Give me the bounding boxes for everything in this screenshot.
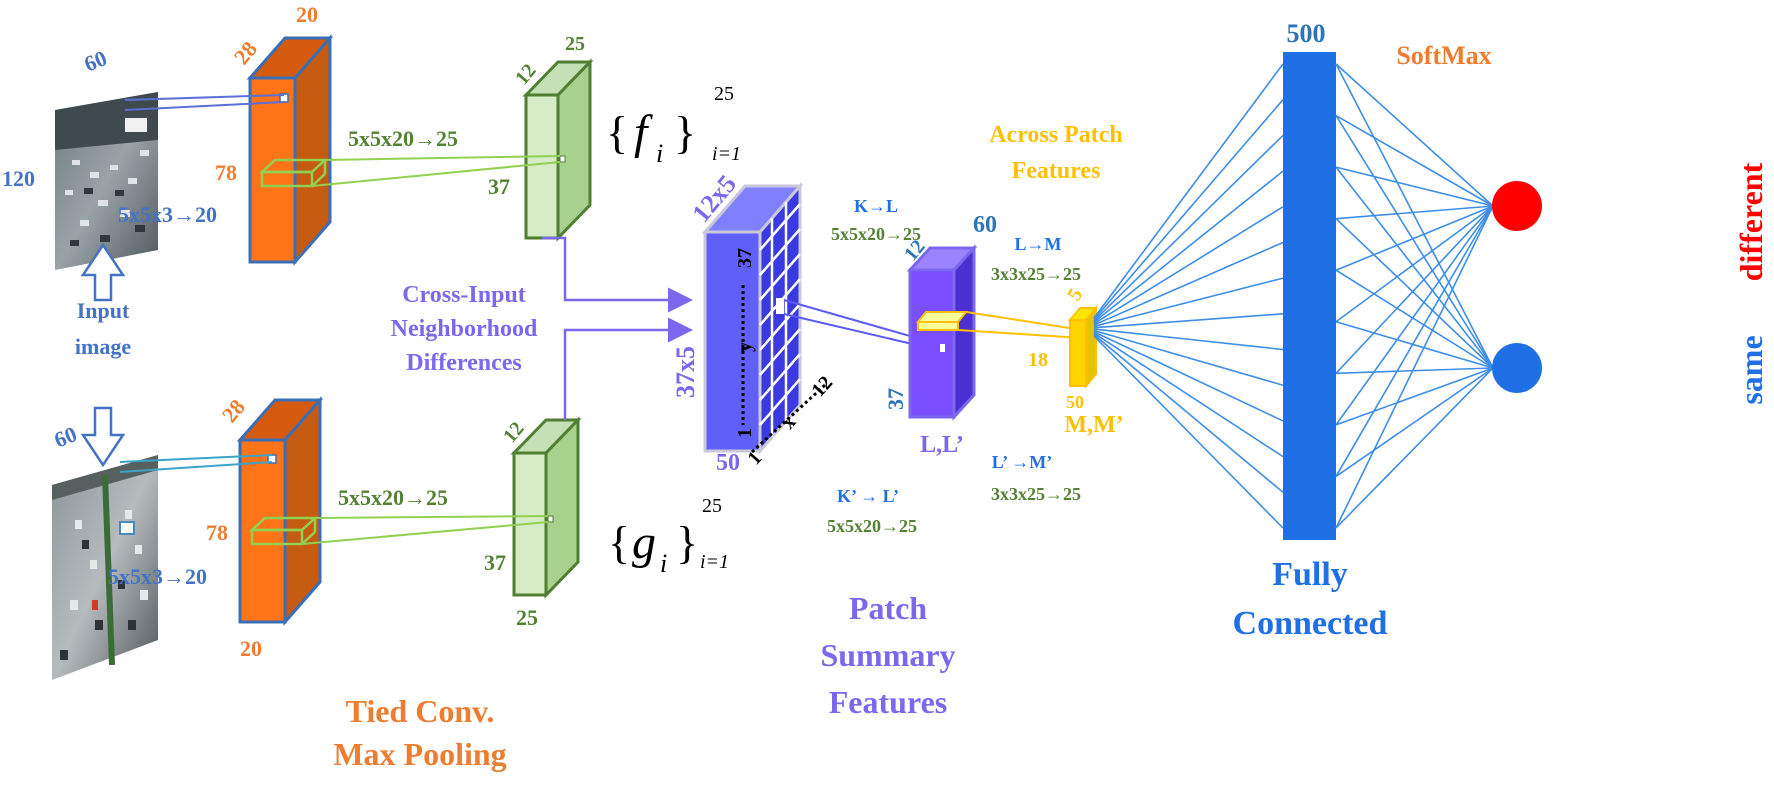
patch-title-line2: Summary: [820, 637, 955, 673]
pool-bottom-dim-25: 25: [516, 605, 538, 630]
across-dim-50: 50: [1066, 392, 1084, 412]
feature-set-f: { f i } 25 i=1: [606, 83, 741, 168]
across-lm-line1: L→M: [1015, 234, 1062, 254]
cross-axis-1a: 1: [734, 428, 756, 438]
feature-set-g: { g i } 25 i=1: [608, 495, 729, 578]
conv-bottom-dim-78: 78: [206, 520, 228, 545]
set-g-letter: g: [632, 516, 656, 569]
cross-axis-37: 37: [734, 248, 756, 268]
conv-bottom-dim-28: 28: [217, 394, 250, 427]
conv-bottom-kernel: 5x5x3→20: [108, 564, 207, 589]
cross-dim-37x5: 37x5: [671, 346, 700, 398]
cross-axis-y: y: [734, 342, 756, 352]
cross-input-box: [701, 181, 804, 456]
pool-box-bottom: [510, 416, 582, 599]
softmax-node-same: [1492, 343, 1542, 393]
svg-text:}: }: [674, 107, 696, 158]
patch-label: L,L’: [920, 432, 964, 458]
set-g-upper: 25: [702, 495, 722, 517]
patch-title-line1: Patch: [849, 590, 927, 626]
input-image-top: [55, 92, 158, 270]
across-title-line1: Across Patch: [989, 122, 1123, 148]
softmax-node-different: [1492, 181, 1542, 231]
input-to-conv-lines-bottom: [119, 454, 273, 473]
set-f-upper: 25: [714, 83, 734, 105]
set-f-lower: i=1: [712, 143, 741, 165]
softmax-title: SoftMax: [1396, 41, 1491, 70]
set-g-sub: i: [660, 549, 667, 578]
conv-top-kernel: 5x5x3→20: [118, 202, 217, 227]
patch-to-across-lines: [957, 311, 1083, 339]
input-dim-60-bottom: 60: [51, 421, 81, 452]
cross-axis-12: 12: [807, 372, 837, 402]
cross-dim-50: 50: [716, 450, 740, 476]
patch-kl-line1: K→L: [854, 196, 898, 216]
across-to-fc-lines: [1093, 63, 1284, 529]
across-title-line2: Features: [1012, 158, 1101, 184]
conv-bottom-dim-20: 20: [240, 636, 262, 661]
pool-to-cross-arrows: [542, 236, 693, 420]
conv-title-line1: Tied Conv.: [346, 693, 495, 729]
svg-text:}: }: [676, 517, 698, 568]
pool-top-dim-37: 37: [488, 174, 510, 199]
across-dim-5: 5: [1063, 285, 1087, 305]
across-lm2-line2: 3x3x25→25: [991, 484, 1081, 504]
input-dim-120: 120: [2, 166, 35, 191]
set-g-lower: i=1: [700, 551, 729, 573]
across-lm2-line1: L’ →M’: [992, 452, 1053, 472]
set-f-letter: f: [634, 106, 653, 159]
conv-to-pool-lines: [301, 155, 561, 545]
cross-axes: [741, 285, 827, 454]
pool-bottom-kernel: 5x5x20→25: [338, 485, 448, 510]
input-to-conv-lines: [124, 94, 285, 111]
input-down-arrow: [80, 406, 126, 468]
patch-kl-line2: 5x5x20→25: [831, 224, 921, 244]
fc-dim-500: 500: [1287, 19, 1326, 48]
pool-top-dim-25: 25: [565, 33, 585, 55]
patch-dim-60: 60: [973, 212, 997, 238]
across-dim-18: 18: [1028, 349, 1048, 371]
across-lm-line2: 3x3x25→25: [991, 264, 1081, 284]
softmax-label-different: different: [1733, 162, 1769, 281]
patch-dim-37: 37: [883, 388, 908, 410]
conv-top-dim-78: 78: [215, 160, 237, 185]
input-image-bottom: [52, 455, 158, 680]
conv-title-line2: Max Pooling: [333, 736, 506, 772]
conv-top-dim-20: 20: [296, 2, 318, 27]
input-label-line1: Input: [77, 298, 130, 323]
input-up-arrow: [80, 242, 126, 302]
fc-title-line1: Fully: [1272, 556, 1348, 593]
across-patch-box: [1067, 305, 1099, 389]
svg-text:{: {: [606, 107, 628, 158]
input-dim-60-top: 60: [81, 45, 111, 76]
fully-connected-layer: [1283, 52, 1336, 540]
patch-summary-box: [906, 244, 978, 421]
svg-text:{: {: [608, 517, 630, 568]
patch-kl2-line1: K’ → L’: [837, 486, 899, 506]
pool-box-top: [522, 58, 594, 242]
pool-bottom-dim-37: 37: [484, 550, 506, 575]
cross-title-line2: Neighborhood: [391, 316, 538, 342]
fc-to-softmax-lines: [1335, 63, 1494, 529]
pool-top-kernel: 5x5x20→25: [348, 126, 458, 151]
conv-box-top: [246, 34, 334, 266]
set-f-sub: i: [656, 139, 663, 168]
input-label-line2: image: [75, 334, 131, 359]
conv-box-bottom: [236, 396, 324, 626]
cross-title-line1: Cross-Input: [402, 282, 526, 308]
across-label: M,M’: [1064, 412, 1123, 438]
patch-kl2-line2: 5x5x20→25: [827, 516, 917, 536]
softmax-label-same: same: [1733, 335, 1769, 404]
patch-title-line3: Features: [829, 684, 947, 720]
cross-title-line3: Differences: [406, 350, 522, 376]
fc-title-line2: Connected: [1233, 605, 1388, 642]
conv-top-dim-28: 28: [229, 36, 262, 69]
